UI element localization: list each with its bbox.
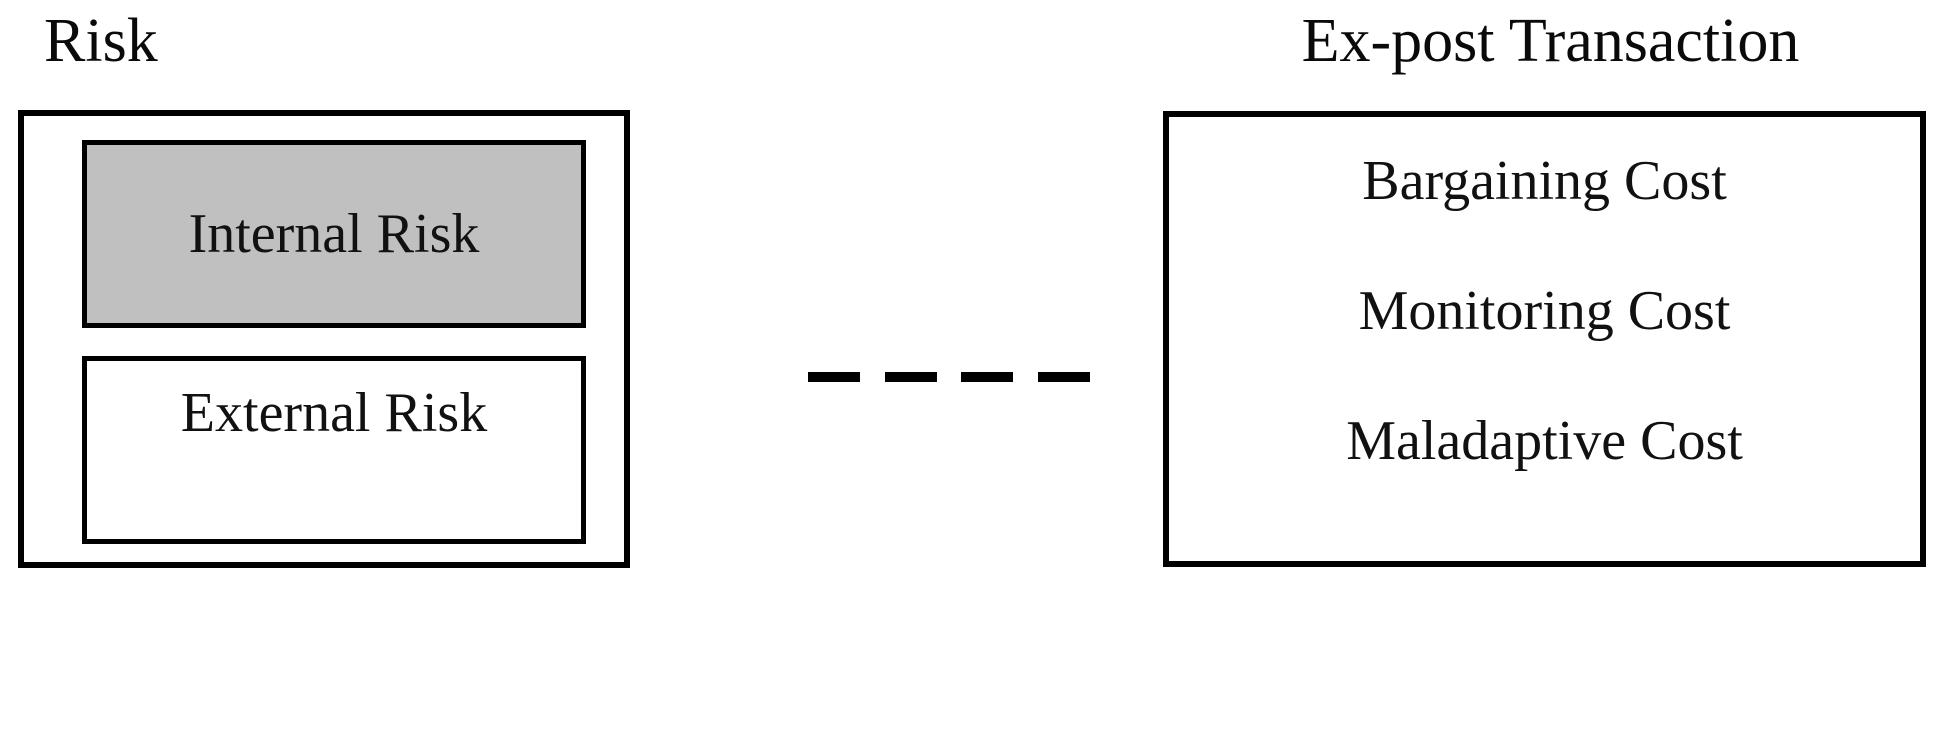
internal-risk-box[interactable]: Internal Risk <box>82 140 586 328</box>
external-risk-box[interactable]: External Risk <box>82 356 586 544</box>
cost-item-maladaptive: Maladaptive Cost <box>1346 410 1743 472</box>
risk-outer-box: Internal Risk External Risk <box>18 110 630 568</box>
cost-list: Bargaining Cost Monitoring Cost Maladapt… <box>1169 117 1920 561</box>
risk-group-title: Risk <box>44 7 158 75</box>
dashed-connector <box>808 372 1090 382</box>
expost-transaction-group-title: Ex-post Transaction <box>1301 7 1800 75</box>
cost-item-bargaining: Bargaining Cost <box>1362 150 1727 212</box>
connector-dash-1 <box>808 372 860 382</box>
connector-dash-4 <box>1037 372 1090 382</box>
external-risk-label: External Risk <box>180 382 488 444</box>
cost-item-monitoring: Monitoring Cost <box>1358 280 1731 342</box>
internal-risk-label: Internal Risk <box>188 203 480 265</box>
connector-dash-3 <box>961 372 1014 382</box>
connector-dash-2 <box>884 372 937 382</box>
expost-transaction-outer-box: Bargaining Cost Monitoring Cost Maladapt… <box>1163 111 1926 567</box>
